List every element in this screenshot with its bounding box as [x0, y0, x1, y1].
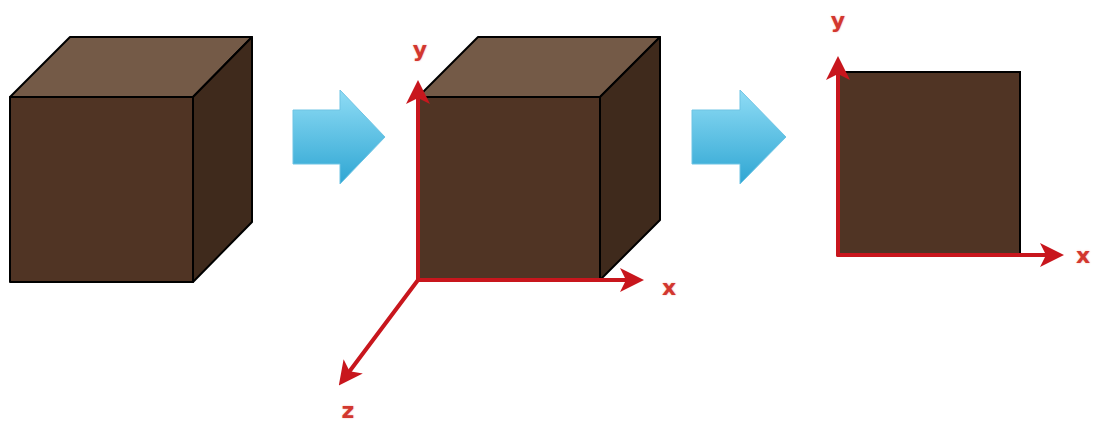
axis-label: z — [342, 400, 355, 422]
axis-label: x — [1076, 245, 1090, 267]
axis-label: x — [662, 277, 676, 299]
axis-label: y — [831, 10, 845, 32]
axis-label: y — [413, 39, 427, 61]
